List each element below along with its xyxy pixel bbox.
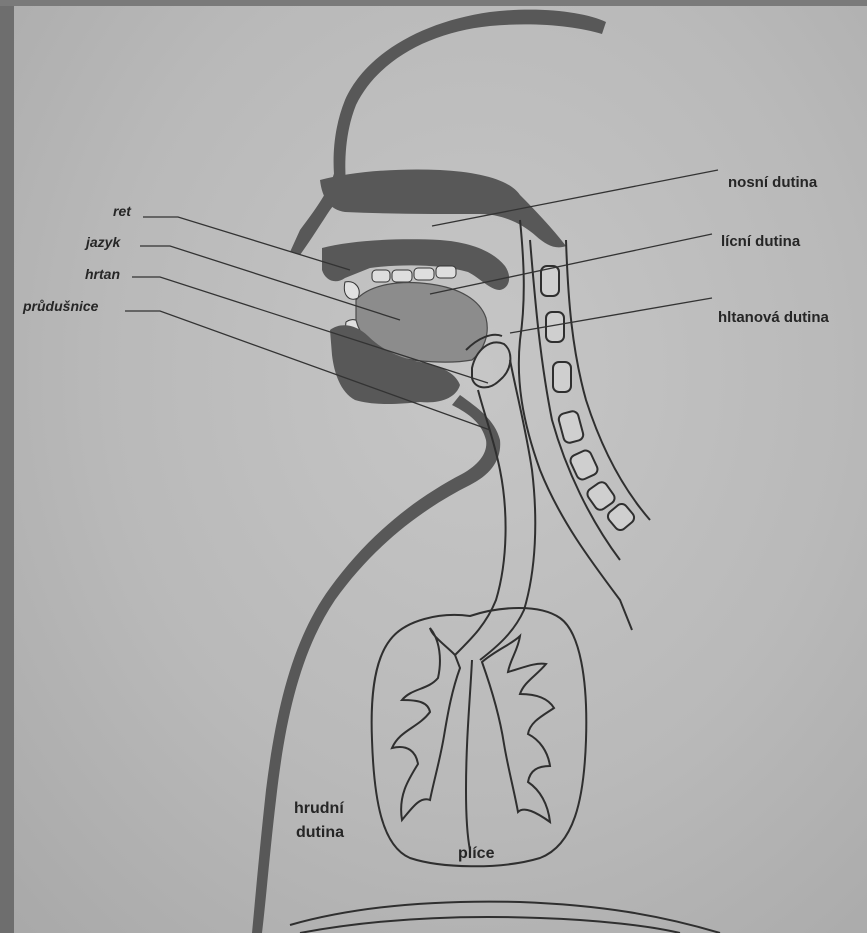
vertebra: [557, 410, 584, 444]
center-bronchus: [466, 660, 472, 850]
tooth: [392, 270, 412, 282]
hard-palate: [320, 169, 566, 247]
lung-outline: [372, 608, 587, 866]
label-hltanova-dutina: hltanová dutina: [718, 309, 829, 326]
label-ret: ret: [113, 203, 132, 219]
upper-teeth: [372, 266, 456, 282]
tooth: [414, 268, 434, 280]
vertebra: [541, 266, 559, 296]
upper-incisor: [344, 282, 359, 300]
label-licni-dutina: lícní dutina: [721, 233, 801, 250]
vertebra: [553, 362, 571, 392]
left-bronchial-tree: [392, 628, 460, 820]
label-jazyk: jazyk: [84, 234, 121, 250]
lungs: [290, 608, 720, 933]
label-plice: plíce: [458, 845, 495, 862]
left-shadow-edge: [0, 0, 14, 933]
vertebra: [585, 480, 617, 512]
vertebra: [546, 312, 564, 342]
label-hrudni: hrudní: [294, 800, 344, 817]
top-shadow-edge: [0, 0, 867, 6]
leader-hltanova-dutina: [510, 298, 712, 333]
tooth: [372, 270, 390, 282]
vertebra: [569, 449, 600, 482]
label-hrtan: hrtan: [85, 266, 120, 282]
tooth: [436, 266, 456, 278]
vertebra: [606, 502, 637, 533]
skull-outline: [334, 10, 606, 185]
label-prudusnice: průdušnice: [22, 298, 99, 314]
right-bronchial-tree: [482, 636, 554, 822]
label-dutina: dutina: [296, 824, 344, 841]
abdomen-line: [300, 917, 680, 933]
label-nosni-dutina: nosní dutina: [728, 174, 818, 191]
vertebrae: [541, 266, 636, 532]
